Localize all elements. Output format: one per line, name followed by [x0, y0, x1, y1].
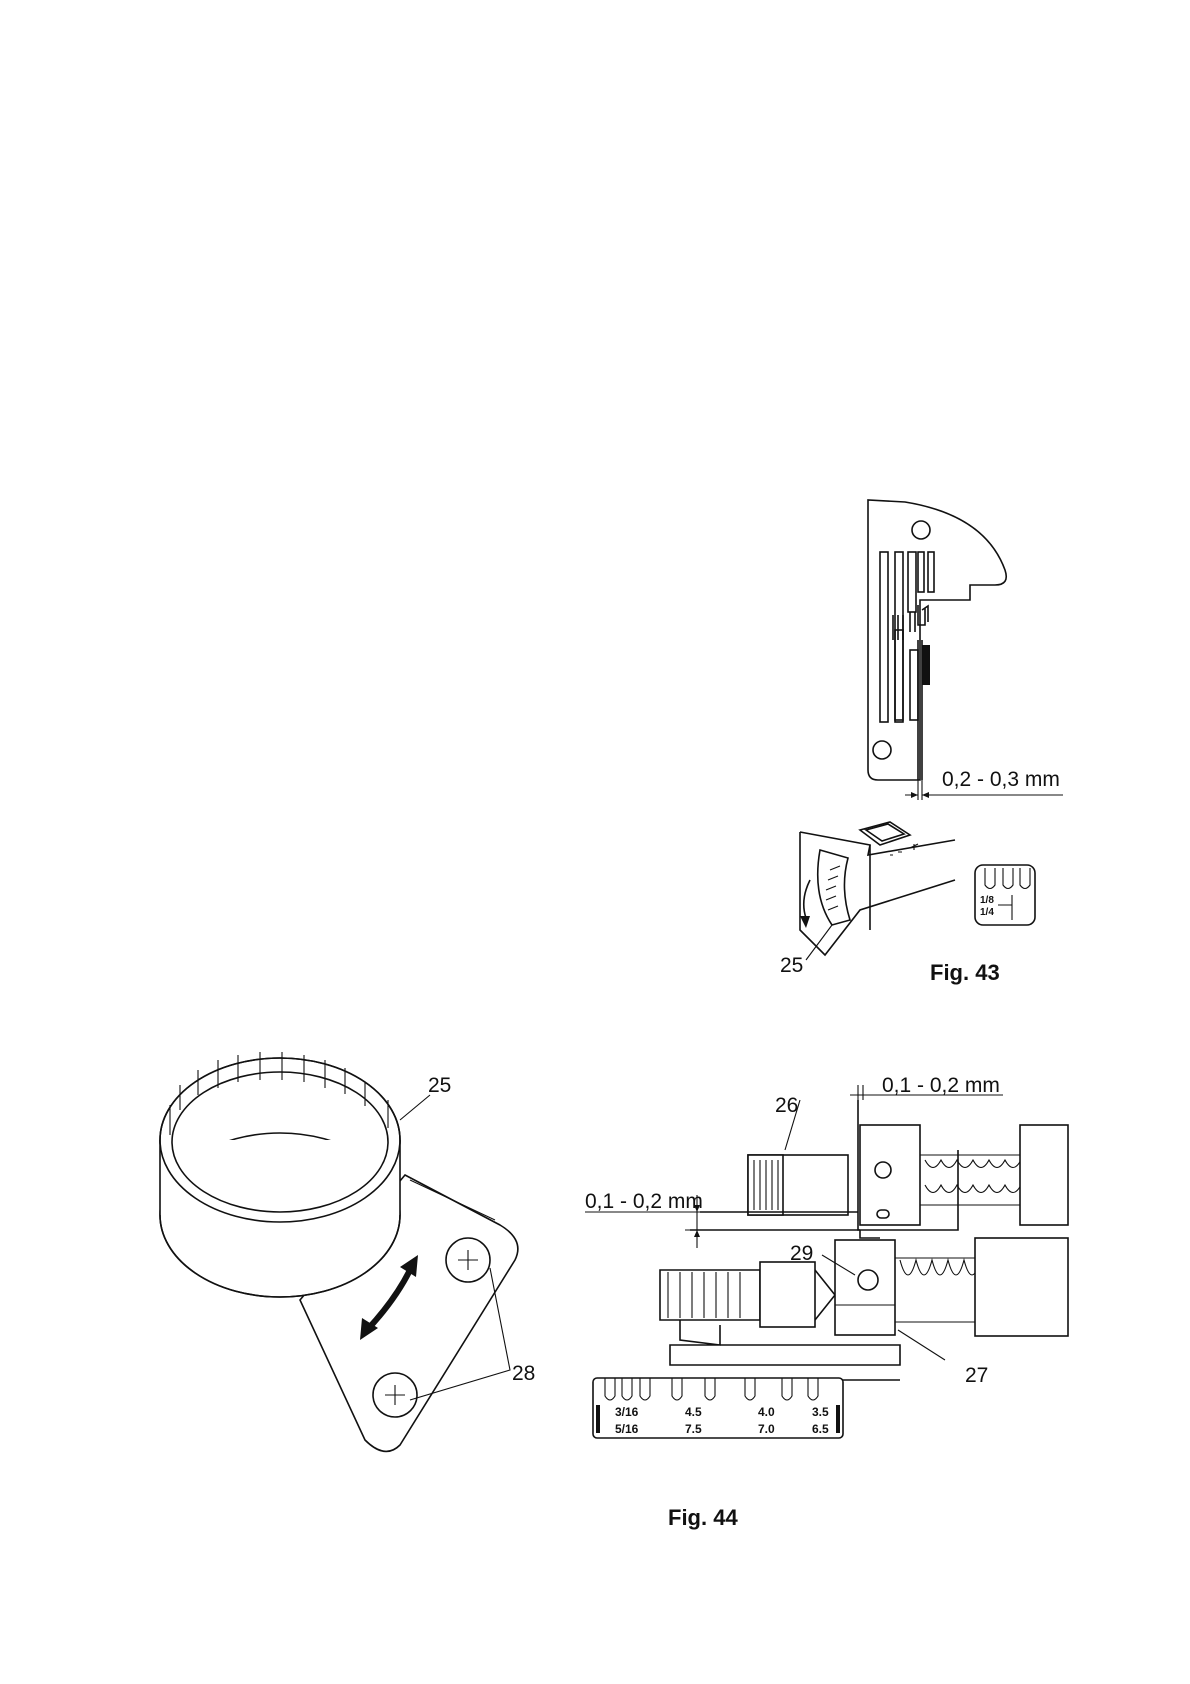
- scale-row1-b: 4.5: [685, 1405, 702, 1419]
- plate-gap-label: 0,2 - 0,3 mm: [942, 768, 1060, 791]
- scale-row2-b: 7.5: [685, 1422, 702, 1436]
- scale-row2-c: 7.0: [758, 1422, 775, 1436]
- dial-ref-25: 25: [780, 954, 803, 977]
- part-ref-27: 27: [965, 1364, 988, 1387]
- machine-body-drawing: [800, 822, 1035, 960]
- looper-assembly-drawing: [585, 1085, 1068, 1438]
- scale-row2-a: 5/16: [615, 1422, 639, 1436]
- scale-row2-d: 6.5: [812, 1422, 829, 1436]
- dial-ref-25-large: 25: [428, 1074, 451, 1097]
- fig-44-caption: Fig. 44: [668, 1505, 738, 1530]
- part-ref-26: 26: [775, 1094, 798, 1117]
- fig-43-caption: Fig. 43: [930, 960, 1000, 985]
- top-gap-label: 0,1 - 0,2 mm: [882, 1074, 1000, 1097]
- screws-ref-28: 28: [512, 1362, 535, 1385]
- dial-bracket-drawing: [160, 1052, 518, 1451]
- needle-plate-drawing: [868, 500, 1063, 800]
- part-ref-29: 29: [790, 1242, 813, 1265]
- left-gap-label: 0,1 - 0,2 mm: [585, 1190, 703, 1213]
- scale-row1-d: 3.5: [812, 1405, 829, 1419]
- scale-mark-1-8: 1/8: [980, 895, 994, 906]
- scale-mark-1-4: 1/4: [980, 907, 994, 918]
- scale-row1-c: 4.0: [758, 1405, 775, 1419]
- scale-row1-a: 3/16: [615, 1405, 639, 1419]
